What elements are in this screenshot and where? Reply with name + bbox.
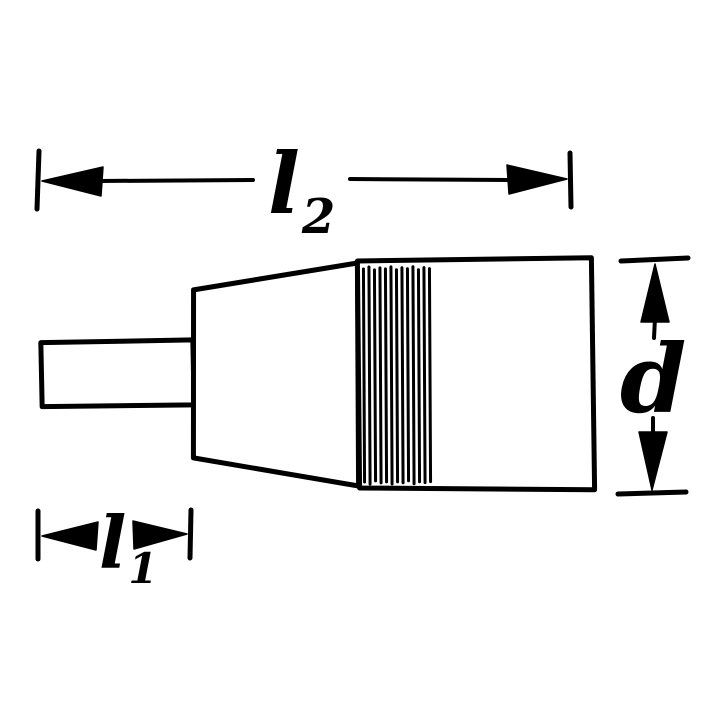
knurl-line xyxy=(361,267,367,484)
knurl-line xyxy=(372,268,378,483)
l1-label: l1 xyxy=(99,500,158,593)
knurl-line xyxy=(405,267,411,483)
l2-left-extension-tick xyxy=(34,148,42,212)
socket-body xyxy=(354,255,598,493)
bit-shank xyxy=(38,337,197,410)
l1-right-arrowhead-icon xyxy=(132,520,188,550)
knurl-line xyxy=(411,265,416,486)
l2-dimension-line-right xyxy=(348,177,514,182)
l1-left-arrowhead-icon xyxy=(41,521,99,551)
knurl-line xyxy=(378,266,383,485)
dimension-bit-length: l1 xyxy=(35,500,194,593)
socket-bit-drawing xyxy=(38,255,598,493)
d-bottom-extension-tick xyxy=(615,489,689,497)
dimension-overall-length: l2 xyxy=(34,134,574,245)
d-dimension-line-top xyxy=(652,316,657,340)
dimension-diameter: d xyxy=(615,255,691,497)
l1-label-subscript: 1 xyxy=(128,544,157,593)
knurl-line xyxy=(389,265,394,486)
knurl-line xyxy=(394,268,400,484)
d-label: d xyxy=(620,324,686,435)
l1-right-extension-tick xyxy=(187,507,194,561)
knurl-lines xyxy=(361,265,433,486)
l2-dimension-line-left xyxy=(96,178,255,183)
knurl-line xyxy=(427,267,433,484)
l1-label-base: l xyxy=(99,500,126,585)
l2-label-subscript: 2 xyxy=(301,189,335,245)
d-top-extension-tick xyxy=(618,255,691,264)
knurl-line xyxy=(422,266,427,485)
l2-label: l2 xyxy=(268,134,335,245)
l2-right-arrowhead-icon xyxy=(506,164,568,195)
knurl-line xyxy=(383,267,389,484)
knurl-line xyxy=(400,266,405,485)
knurl-line xyxy=(367,265,372,486)
d-down-arrowhead-icon xyxy=(638,431,668,491)
l2-right-extension-tick xyxy=(567,150,574,210)
knurl-line xyxy=(416,268,422,484)
tapered-holder xyxy=(190,260,362,489)
l2-label-base: l xyxy=(268,134,300,233)
